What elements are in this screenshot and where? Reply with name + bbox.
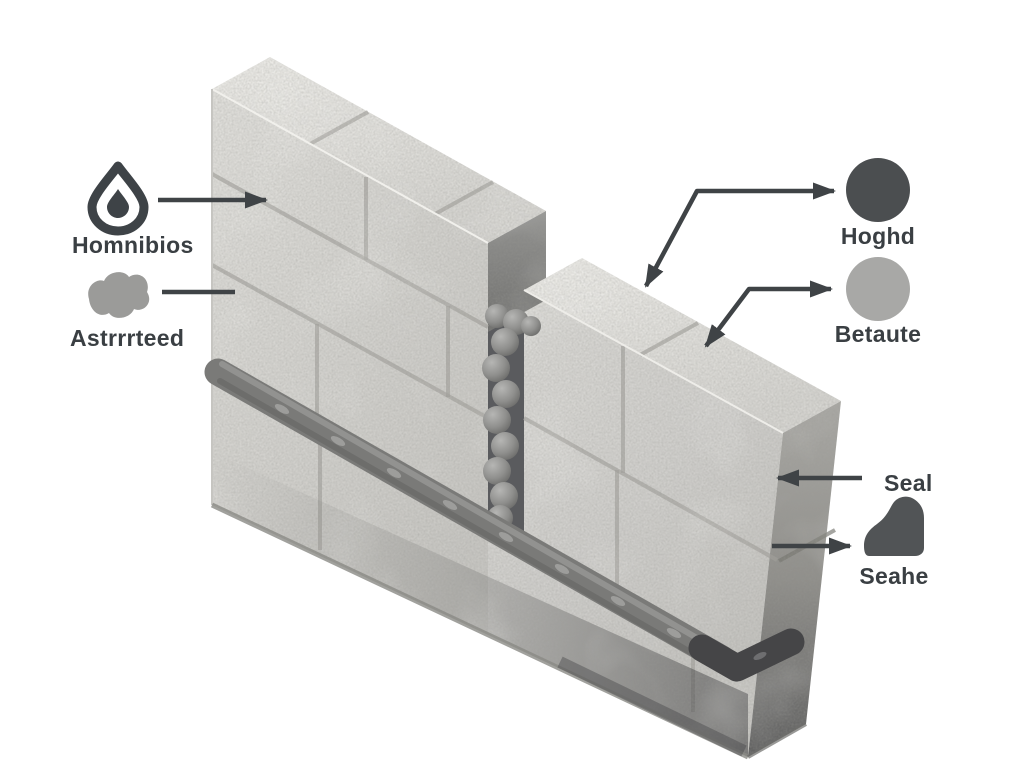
gray-circle-swatch (846, 257, 910, 321)
stain-blob-icon (88, 272, 150, 318)
label-astrrrteed: Astrrrteed (70, 325, 184, 351)
sealant-bead (482, 354, 510, 382)
tube-end-highlight (753, 651, 767, 661)
label-betaute: Betaute (835, 321, 921, 347)
horizontal-sealant-tube (204, 358, 805, 682)
wall-edges (210, 88, 807, 760)
water-drop-icon (87, 161, 149, 236)
sealant-bead (492, 380, 520, 408)
sealant-bead (490, 482, 518, 510)
dark-circle-swatch (846, 158, 910, 222)
sealant-bead (521, 316, 541, 336)
label-hoghd: Hoghd (841, 223, 915, 249)
sealant-bead (491, 328, 519, 356)
arrow-hoghd (644, 182, 836, 288)
sealant-bead (483, 406, 511, 434)
tube-highlight-dots (274, 404, 682, 638)
tube-dark-end-wrap (688, 628, 805, 682)
legend-right: Hoghd Betaute Seal Seahe (835, 158, 933, 589)
sealant-bead (483, 457, 511, 485)
callout-arrows (158, 182, 862, 555)
label-seal: Seal (884, 470, 933, 496)
label-homnibios: Homnibios (72, 232, 194, 258)
arrow-betaute (704, 280, 833, 348)
sealant-profile-icon (864, 496, 924, 556)
sealant-bead (491, 432, 519, 460)
legend-left: Homnibios Astrrrteed (70, 161, 194, 351)
label-seahe: Seahe (859, 563, 928, 589)
